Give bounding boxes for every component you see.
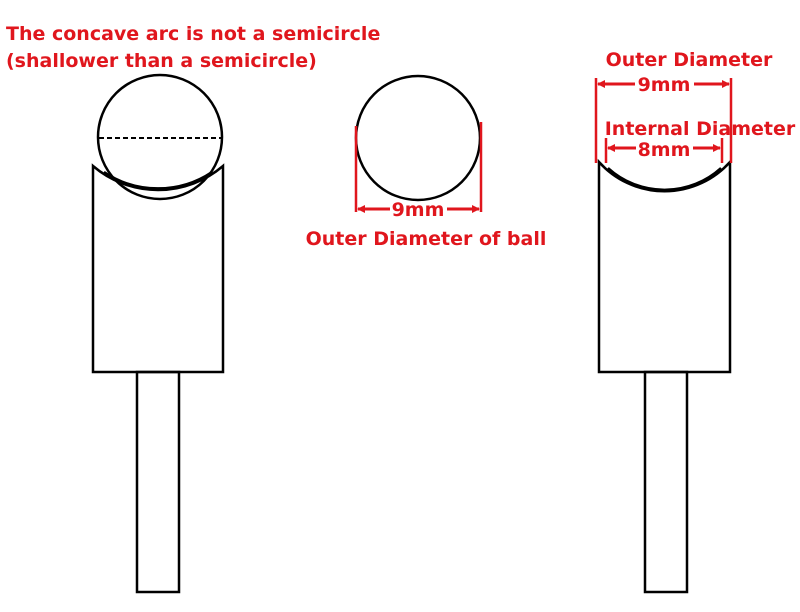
right-outer-label: Outer Diameter (606, 49, 773, 71)
right-assembly: Outer Diameter 9mm Internal Diameter 8mm (594, 49, 796, 594)
middle-dimension-value: 9mm (392, 199, 445, 221)
right-stem (643, 370, 689, 594)
right-inner-value: 8mm (638, 139, 691, 161)
right-cup-inner-arc (607, 167, 722, 192)
left-stem (135, 370, 181, 594)
right-outer-value: 9mm (638, 74, 691, 96)
left-note-line2: (shallower than a semicircle) (6, 50, 317, 72)
right-inner-label: Internal Diameter (605, 118, 796, 140)
left-assembly (91, 73, 225, 594)
middle-ball (354, 74, 482, 202)
left-ball (96, 73, 224, 201)
left-note-line1: The concave arc is not a semicircle (6, 23, 380, 45)
middle-ball-group: 9mm Outer Diameter of ball (306, 74, 547, 250)
left-cup-body (91, 163, 225, 374)
right-cup-body (597, 158, 732, 374)
middle-caption: Outer Diameter of ball (306, 228, 547, 250)
left-cup-inner-arc (103, 170, 213, 190)
